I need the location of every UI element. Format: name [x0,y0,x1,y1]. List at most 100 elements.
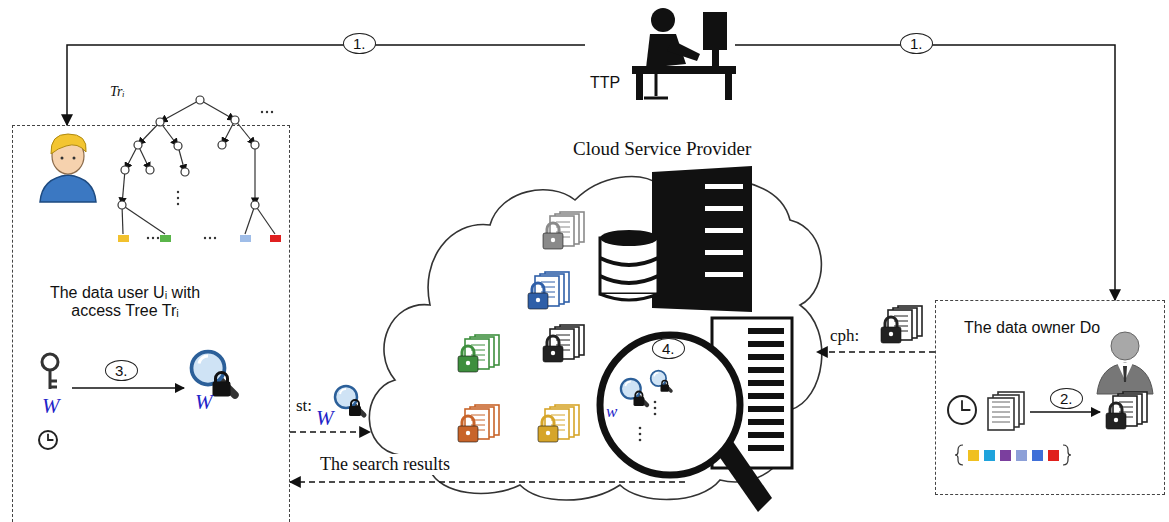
lock-body [661,385,669,392]
attribute-square [984,450,995,461]
locked-documents [1106,392,1147,429]
server-slot [705,272,743,277]
server-slot [705,250,743,255]
tree-branch [122,205,165,234]
tree-branch [255,205,275,234]
attribute-square [1000,450,1011,461]
server-slot [705,206,743,211]
search-token-icon [651,371,671,392]
desk-leg [725,74,732,100]
tree-branch [160,100,200,122]
tree-node [118,201,126,209]
user-eye [73,157,76,160]
trusted-party: TTP [585,2,735,102]
attribute-square [1016,450,1027,461]
tree-leaf [270,235,281,242]
edge-label: The search results [318,454,452,475]
flow-arrow [290,431,370,433]
keyhole [536,298,540,302]
lock-body [543,346,563,362]
text-line [556,222,570,223]
rack-slot [748,354,784,360]
process-arrow [1030,411,1100,413]
tree-node [134,141,142,149]
lock-body [213,382,231,397]
lens-glint [340,389,346,394]
user-eye [61,157,64,160]
user-body [40,175,96,202]
text-line [551,415,565,416]
step-number: 1. [343,33,376,54]
text-line [992,417,1010,418]
keyword: W [316,406,334,430]
text-line [471,415,485,416]
clock-hands [962,400,970,410]
keyword: w [606,402,617,422]
ellipsis-dot [177,203,179,205]
tree-branch [200,100,235,120]
text-line [471,345,485,346]
tree-node [218,141,226,149]
clock-hands [48,434,53,440]
ellipsis-dot [261,111,263,113]
keyhole [466,361,470,365]
ellipsis-dot [639,427,642,430]
ellipsis-dot [639,433,642,436]
desk-leg [636,74,643,100]
rack-slot [748,445,784,451]
lock-body [1106,413,1126,429]
rack-slot [748,367,784,373]
ellipsis-dot [209,237,211,239]
tree-node [251,141,259,149]
server-slot [705,184,743,189]
key-head [42,354,58,370]
tree-node [174,142,182,150]
ellipsis-dot [271,111,273,113]
chair-base [644,97,668,100]
text-line [992,407,1010,408]
lens-glint [625,382,630,387]
tree-node [146,166,154,174]
clock-face [948,396,976,424]
keyhole [889,332,893,336]
lock-body [634,397,645,406]
tree-branch [245,205,255,234]
lock-body [543,233,563,249]
tree-branch [254,145,255,205]
brace [1063,445,1071,465]
rack-slot [748,393,784,399]
cloud-shape [369,177,821,500]
lock-body [458,356,478,372]
ellipsis-dot [214,237,216,239]
magnifier-lens [651,371,666,386]
rack-slot [748,328,784,334]
chair-leg [655,74,658,96]
magnifier-lens [335,386,357,408]
text-line [894,316,908,317]
flow-arrow [817,351,935,353]
owner-tie [1123,366,1127,382]
text-line [992,402,1010,403]
step-number: 3. [105,360,138,381]
attribute-square [1048,450,1059,461]
locked-documents [881,306,922,343]
server-slot [705,228,743,233]
lock-shackle [662,381,668,386]
magnifier-lens [600,335,740,475]
text-line [556,335,570,336]
rack-slot [748,419,784,425]
lock-shackle [216,373,228,384]
lock-shackle [1110,403,1122,414]
ellipsis-dot [177,191,179,193]
keyhole [466,431,470,435]
attribute-square [1032,450,1043,461]
search-token-icon [621,379,647,406]
tree-leaf [240,235,251,242]
ellipsis-dot [204,237,206,239]
search-token-icon [335,386,364,416]
tree-node [251,201,259,209]
clock-face [39,431,57,449]
keyword: W [42,394,60,418]
